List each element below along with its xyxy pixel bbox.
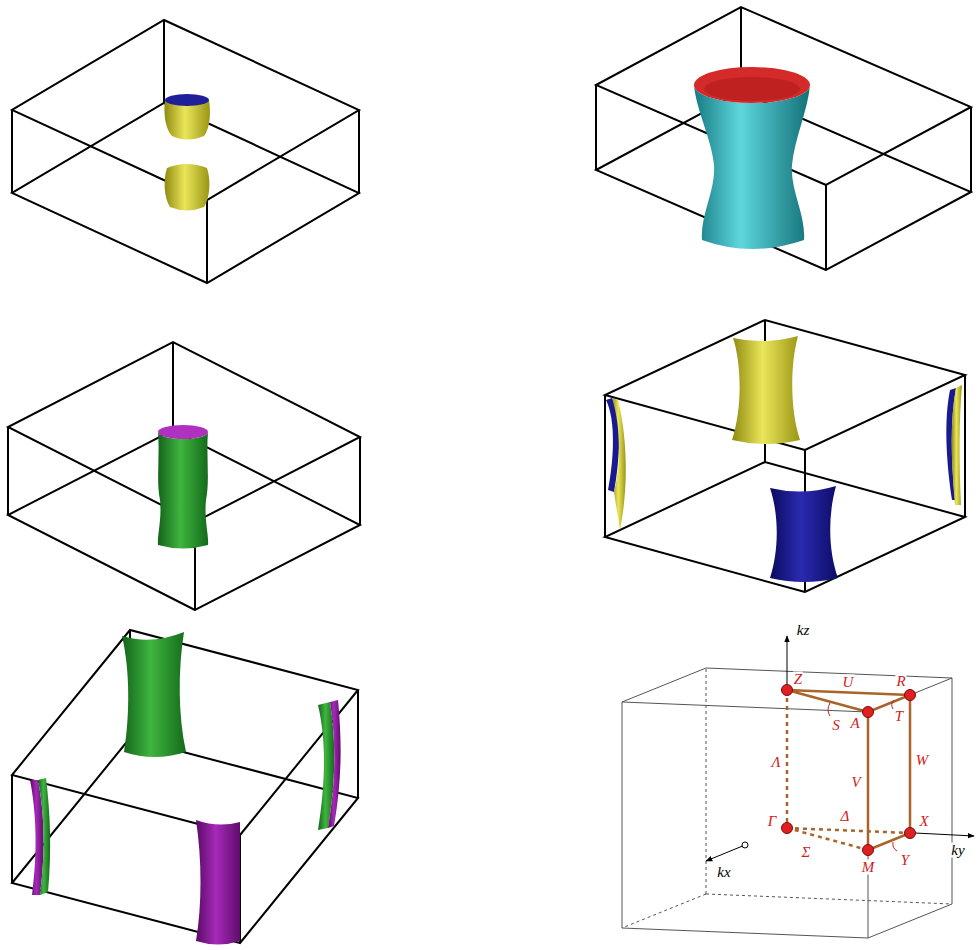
line-label: Σ [801,845,812,860]
point-label: R [895,674,906,689]
line-label: Y [900,853,910,868]
brillouin-box [12,630,358,943]
line-label: U [842,675,855,690]
axis-label: ky [950,843,965,858]
line-label: V [850,775,861,790]
axis-crossing [742,842,748,848]
line-label: T [894,709,904,724]
high-symmetry-points [782,685,916,856]
line-label: W [915,753,930,768]
ky-axis [915,833,974,836]
fermi-sheet [952,385,962,505]
symmetry-point [905,690,916,701]
point-label: Γ [767,814,778,829]
kx-axis [706,845,745,861]
fermi-sheet [196,820,240,945]
axis-label: kz [796,623,811,638]
label-leader [828,700,897,851]
fermi-sheet-cap [694,67,810,103]
symmetry-point [782,823,793,834]
symmetry-path-interior [787,690,910,850]
fermi-sheet [694,85,810,249]
symmetry-point [863,845,874,856]
fermi-sheet [328,700,341,828]
fermi-sheet [612,398,626,530]
fermi-sheet [122,632,186,757]
brillouin-zone-edges [622,668,952,938]
brillouin-box [605,320,965,592]
fermi-sheet [732,336,800,444]
fermi-sheet [38,778,50,895]
brillouin-box [596,7,971,270]
symmetry-point [905,828,916,839]
point-label: A [849,716,860,731]
point-label: X [918,814,929,829]
point-label: M [861,860,876,875]
kz-axis [787,636,788,685]
hidden-zone-edges [622,668,952,928]
line-label: Δ [840,809,851,824]
symmetry-path [787,690,910,850]
fermi-sheet-cap [158,425,208,439]
fermi-sheet [158,432,208,549]
axis-label: kx [716,865,731,880]
brillouin-box [8,342,360,610]
symmetry-point [863,707,874,718]
brillouin-box [12,20,359,283]
symmetry-point [782,685,793,696]
fermi-pocket [165,164,210,211]
fermi-sheet-cap [704,77,800,101]
line-label: S [831,718,841,733]
line-label: Λ [770,755,781,770]
fermi-pocket-cap [165,94,209,106]
point-label: Z [793,672,803,687]
fermi-sheet [770,486,838,582]
